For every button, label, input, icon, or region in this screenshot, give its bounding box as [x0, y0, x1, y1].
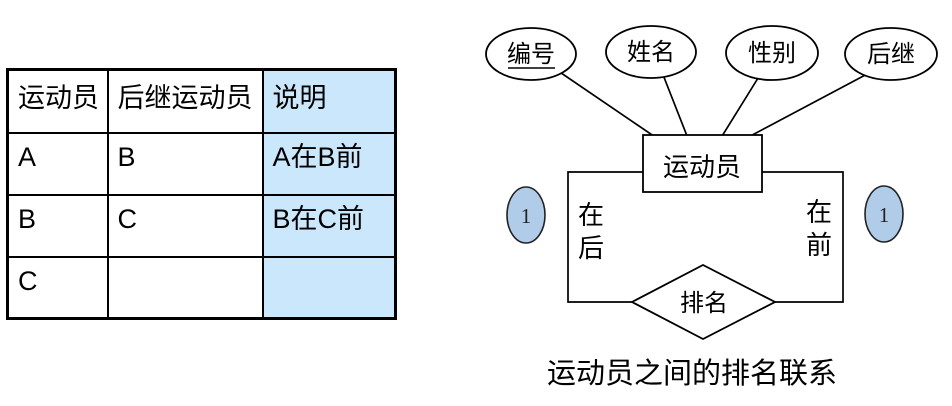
table-row: C — [6, 255, 397, 320]
attr-line-id — [544, 61, 662, 142]
entity-box-athlete — [642, 134, 763, 193]
cardinality-label-left: 1 — [521, 204, 532, 228]
role-label-left-line2: 后 — [578, 234, 604, 263]
table-row: A B A在B前 — [6, 131, 397, 196]
cell-successor — [106, 255, 264, 320]
cardinality-label-right: 1 — [879, 203, 890, 227]
cell-description — [261, 255, 397, 320]
cardinality-ellipse-right — [864, 185, 904, 243]
cell-athlete: C — [6, 255, 109, 320]
role-label-right-line2: 前 — [806, 231, 832, 260]
cell-description: B在C前 — [261, 193, 397, 258]
athlete-precedence-table: 运动员 后继运动员 说明 A B A在B前 B C B在C前 C — [6, 68, 397, 320]
attribute-label-gender: 性别 — [748, 40, 796, 67]
attribute-label-name: 姓名 — [627, 39, 675, 66]
attribute-ellipse-id — [485, 27, 577, 81]
connector-right — [762, 171, 844, 303]
attribute-ellipse-gender — [725, 25, 819, 81]
cell-athlete: B — [6, 193, 109, 258]
diagram-caption: 运动员之间的排名联系 — [547, 357, 837, 390]
column-header-athlete: 运动员 — [6, 68, 109, 134]
column-header-description: 说明 — [261, 68, 397, 134]
column-header-successor: 后继运动员 — [106, 68, 264, 134]
table-header-row: 运动员 后继运动员 说明 — [6, 68, 397, 134]
relationship-diamond — [630, 263, 777, 341]
connector-left — [567, 171, 643, 303]
entity-label: 运动员 — [663, 153, 741, 182]
cell-description: A在B前 — [261, 131, 397, 196]
attribute-ellipse-successor — [844, 27, 938, 81]
attr-line-successor — [740, 63, 887, 142]
cell-successor: C — [106, 193, 264, 258]
cardinality-ellipse-left — [506, 186, 546, 244]
table-row: B C B在C前 — [6, 193, 397, 258]
attribute-label-successor: 后继 — [867, 41, 915, 68]
attribute-label-id: 编号 — [507, 41, 555, 68]
cell-athlete: A — [6, 131, 109, 196]
attribute-ellipse-name — [605, 25, 697, 79]
cell-successor: B — [106, 131, 264, 196]
relationship-label: 排名 — [680, 290, 728, 317]
role-label-left-line1: 在 — [578, 201, 604, 230]
role-label-right-line1: 在 — [806, 198, 832, 227]
